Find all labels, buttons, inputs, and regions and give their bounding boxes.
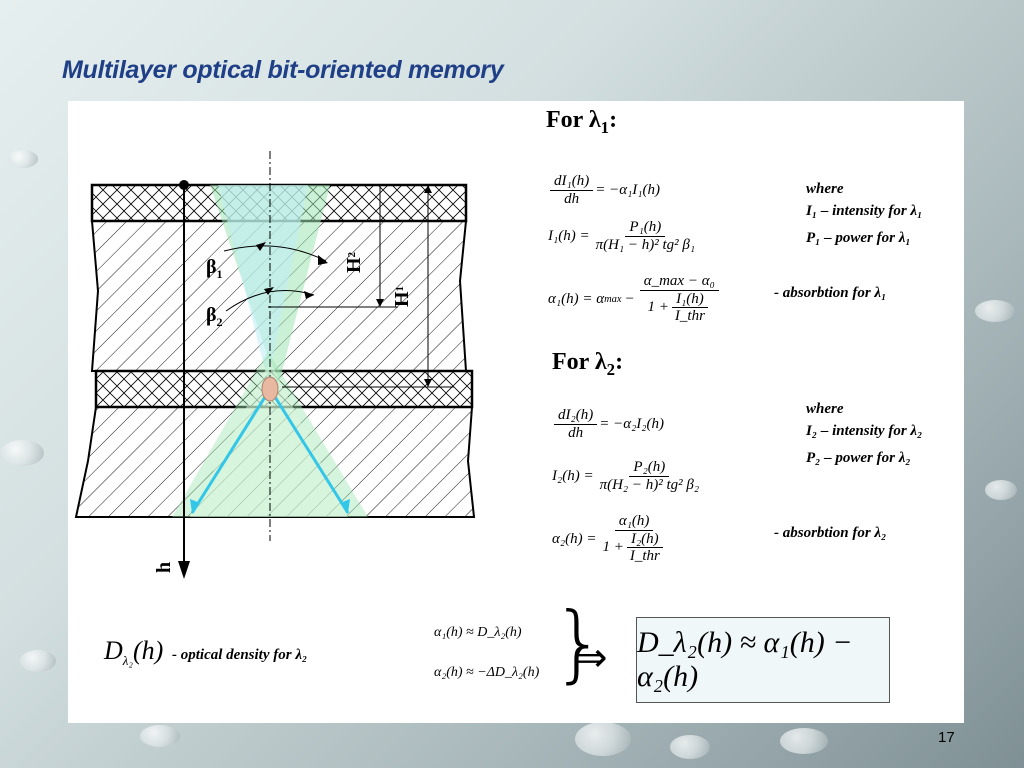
lambda2-heading: For λ2: [552, 349, 624, 379]
background-pearl [20, 650, 56, 672]
h2-label: H2 [343, 251, 365, 273]
lambda1-eq2: I₁(h) = P₁(h)π(H₁ − h)² tg² β₁ [548, 219, 696, 253]
lambda1-absorption: - absorbtion for λ₁ [774, 285, 887, 301]
lambda2-absorption: - absorbtion for λ₂ [774, 525, 887, 541]
page-number: 17 [938, 729, 955, 746]
lambda1-where-intensity: I₁ – intensity for λ₁ [806, 203, 923, 219]
reflected-beam-left [190, 388, 272, 514]
layer-diagram: h H2 H1 β1 β2 [74, 151, 476, 579]
reflected-beam-right [268, 388, 350, 514]
content-panel: h H2 H1 β1 β2 For λ1: dI₁(h)dh = −α₁I₁(h… [68, 101, 964, 723]
focusing-cone-cyan [218, 185, 308, 381]
lambda2-where-intensity: I₂ – intensity for λ₂ [806, 423, 923, 439]
optical-density-desc: - optical density for λ₂ [172, 647, 308, 663]
implies-arrow: ⇒ [574, 635, 608, 681]
lambda2-eq1: dI₂(h)dh = −α₂I₂(h) [552, 407, 664, 442]
h1-label: H1 [391, 286, 413, 307]
lambda2-eq2: I₂(h) = P₂(h)π(H₂ − h)² tg² β₂ [552, 459, 700, 493]
lambda2-eq3: α₂(h) = α₁(h) 1 + I₂(h)I_thr [552, 513, 672, 565]
lambda1-heading: For λ1: [546, 107, 618, 137]
optical-density-symbol: Dλ₂(h) [104, 636, 164, 669]
background-pearl [985, 480, 1017, 500]
lambda2-where: where [806, 401, 844, 417]
lambda2-where-power: P₂ – power for λ₂ [806, 450, 911, 466]
system-brace: } [552, 594, 606, 692]
background-pearl [670, 735, 710, 759]
approx-alpha2: α₂(h) ≈ −ΔD_λ₂(h) [434, 665, 540, 680]
background-pearl [780, 728, 828, 754]
beta2-label: β2 [206, 304, 223, 329]
lambda1-where-power: P₁ – power for λ₁ [806, 230, 911, 246]
result-formula: D_λ₂(h) ≈ α₁(h) − α₂(h) [637, 626, 853, 693]
background-pearl [975, 300, 1015, 322]
result-box: D_λ₂(h) ≈ α₁(h) − α₂(h) [636, 617, 890, 703]
lambda1-eq1: dI₁(h)dh = −α₁I₁(h) [548, 173, 660, 208]
beta1-label: β1 [206, 256, 223, 281]
diverging-cone-light [190, 361, 348, 517]
background-pearl [8, 150, 38, 168]
lambda1-where: where [806, 181, 844, 197]
background-pearl [140, 725, 180, 747]
background-pearl [0, 440, 44, 466]
background-pearl [575, 722, 631, 756]
focal-spot [261, 376, 279, 402]
slide-title: Multilayer optical bit-oriented memory [62, 56, 504, 84]
approx-alpha1: α₁(h) ≈ D_λ₂(h) [434, 625, 522, 640]
h-axis-label: h [153, 562, 175, 573]
